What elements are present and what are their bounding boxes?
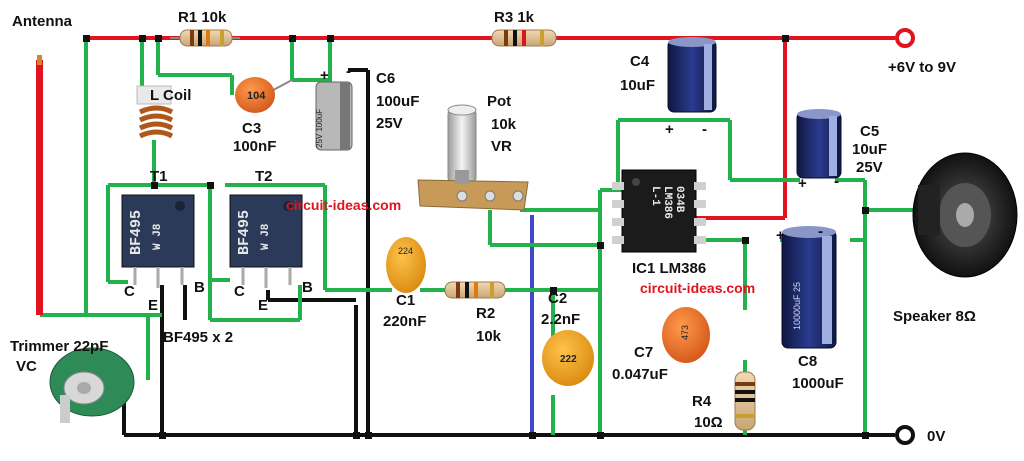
label-c3-value: 100nF bbox=[233, 138, 276, 155]
label-c6-voltage: 25V bbox=[376, 115, 403, 132]
svg-text:BF495: BF495 bbox=[236, 210, 253, 255]
label-t1-e: E bbox=[148, 297, 158, 314]
c8-minus-mark: - bbox=[818, 223, 823, 240]
svg-text:222: 222 bbox=[560, 354, 577, 365]
label-r2-name: R2 bbox=[476, 305, 495, 322]
svg-text:LM386: LM386 bbox=[661, 186, 673, 219]
label-r2-value: 10k bbox=[476, 328, 502, 345]
label-t2-b: B bbox=[302, 279, 313, 296]
capacitor-c5 bbox=[796, 109, 842, 179]
c5-minus-mark: - bbox=[834, 173, 839, 190]
label-c8-value: 1000uF bbox=[792, 375, 844, 392]
label-r4-name: R4 bbox=[692, 393, 712, 410]
label-c5-name: C5 bbox=[860, 123, 879, 140]
label-r1: R1 10k bbox=[178, 9, 227, 26]
label-c6-name: C6 bbox=[376, 70, 395, 87]
label-c2-value: 2.2nF bbox=[541, 311, 580, 328]
potentiometer bbox=[417, 104, 529, 211]
label-c4-name: C4 bbox=[630, 53, 650, 70]
svg-text:104: 104 bbox=[247, 90, 266, 102]
c8-plus-mark: + bbox=[776, 227, 785, 244]
label-t1: T1 bbox=[150, 168, 168, 185]
label-ground: 0V bbox=[927, 428, 945, 445]
svg-text:10000uF 25: 10000uF 25 bbox=[792, 282, 802, 330]
transistor-t2: BF495 W J8 bbox=[229, 194, 303, 288]
label-c6-value: 100uF bbox=[376, 93, 419, 110]
label-c4-value: 10uF bbox=[620, 77, 655, 94]
label-transistors: BF495 x 2 bbox=[163, 329, 233, 346]
label-pot-name: Pot bbox=[487, 93, 511, 110]
label-t1-b: B bbox=[194, 279, 205, 296]
label-c2-name: C2 bbox=[548, 290, 567, 307]
transistor-t1: BF495 W J8 bbox=[121, 194, 195, 288]
resistor-r1 bbox=[170, 29, 240, 47]
label-antenna: Antenna bbox=[12, 13, 73, 30]
junctions bbox=[83, 35, 869, 439]
signal-wires bbox=[40, 38, 930, 435]
supply-terminal bbox=[895, 28, 915, 48]
svg-text:W J8: W J8 bbox=[152, 223, 164, 250]
label-pot-value: 10k bbox=[491, 116, 517, 133]
svg-text:L-1: L-1 bbox=[649, 186, 661, 206]
capacitor-c1: 224 bbox=[386, 237, 426, 293]
resistor-r2 bbox=[444, 281, 506, 299]
trimmer-capacitor bbox=[49, 347, 135, 423]
capacitor-c4 bbox=[667, 37, 717, 113]
label-c8-name: C8 bbox=[798, 353, 817, 370]
capacitor-c3: 104 bbox=[235, 77, 293, 113]
label-t2-c: C bbox=[234, 283, 245, 300]
label-c7-value: 0.047uF bbox=[612, 366, 668, 383]
l-coil bbox=[136, 85, 174, 139]
label-t2-e: E bbox=[258, 297, 268, 314]
svg-text:BF495: BF495 bbox=[128, 210, 145, 255]
label-speaker: Speaker 8Ω bbox=[893, 308, 976, 325]
label-c7-name: C7 bbox=[634, 344, 653, 361]
c4-minus-mark: - bbox=[702, 121, 707, 138]
c6-minus-mark: - bbox=[346, 63, 351, 80]
label-pot-type: VR bbox=[491, 138, 512, 155]
capacitor-c6: 25V 100uF bbox=[315, 81, 353, 151]
label-c5-voltage: 25V bbox=[856, 159, 883, 176]
svg-text:25V 100uF: 25V 100uF bbox=[315, 109, 324, 148]
label-trimmer-type: VC bbox=[16, 358, 37, 375]
capacitor-c2: 222 bbox=[542, 330, 594, 386]
svg-text:473: 473 bbox=[680, 325, 690, 340]
capacitor-c7: 473 bbox=[662, 307, 710, 363]
label-c1-value: 220nF bbox=[383, 313, 426, 330]
watermark-2: circuit-ideas.com bbox=[640, 280, 755, 296]
label-c5-value: 10uF bbox=[852, 141, 887, 158]
svg-text:034B: 034B bbox=[673, 186, 685, 213]
svg-text:224: 224 bbox=[398, 246, 413, 256]
label-trimmer-name: Trimmer 22pF bbox=[10, 338, 108, 355]
label-t2: T2 bbox=[255, 168, 273, 185]
svg-text:W J8: W J8 bbox=[260, 223, 272, 250]
label-r3: R3 1k bbox=[494, 9, 535, 26]
c5-plus-mark: + bbox=[798, 175, 807, 192]
label-lcoil: L Coil bbox=[150, 87, 191, 104]
speaker bbox=[912, 152, 1018, 278]
label-supply: +6V to 9V bbox=[888, 59, 956, 76]
ground-rail bbox=[122, 68, 895, 437]
ground-terminal bbox=[895, 425, 915, 445]
watermark-1: circuit-ideas.com bbox=[286, 197, 401, 213]
ic-lm386: 034B LM386 L-1 bbox=[612, 169, 706, 253]
label-ic: IC1 LM386 bbox=[632, 260, 706, 277]
antenna bbox=[36, 55, 43, 315]
capacitor-c8: 10000uF 25 bbox=[781, 226, 837, 349]
label-c3-name: C3 bbox=[242, 120, 261, 137]
c6-plus-mark: + bbox=[320, 67, 329, 84]
resistor-r4 bbox=[734, 371, 756, 431]
c4-plus-mark: + bbox=[665, 121, 674, 138]
label-t1-c: C bbox=[124, 283, 135, 300]
label-c1-name: C1 bbox=[396, 292, 415, 309]
resistor-r3 bbox=[491, 29, 557, 47]
label-r4-value: 10Ω bbox=[694, 414, 723, 431]
